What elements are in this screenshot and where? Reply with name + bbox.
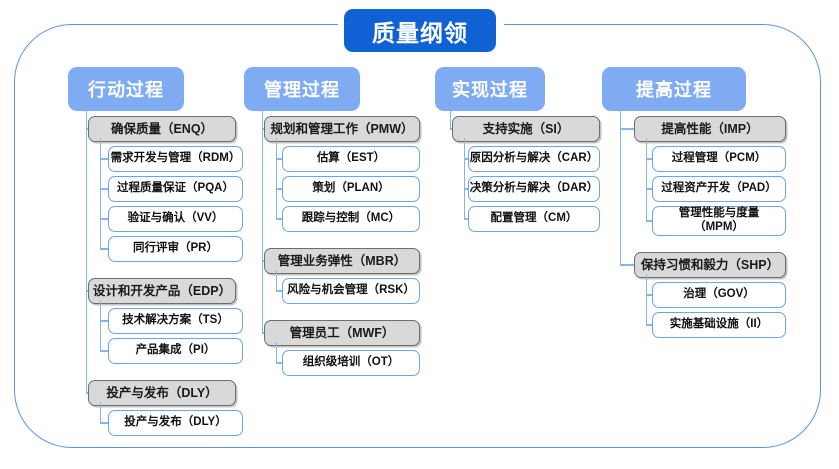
leaf-box-mpm[interactable]: 管理性能与度量（MPM）	[652, 206, 786, 236]
connector-leaf-gov	[646, 294, 652, 296]
connector-leaf-dly	[100, 422, 108, 424]
connector-leaf-cm	[464, 218, 468, 220]
leaf-box-rsk[interactable]: 风险与机会管理（RSK）	[282, 278, 420, 304]
group-box-mbr[interactable]: 管理业务弹性（MBR）	[264, 248, 420, 274]
leaf-box-pi[interactable]: 产品集成（PI）	[108, 338, 243, 364]
column-trunk-2	[262, 111, 264, 333]
leaf-box-plan[interactable]: 策划（PLAN）	[282, 176, 420, 202]
leaf-box-est[interactable]: 估算（EST）	[282, 146, 420, 172]
connector-leaf-est	[276, 158, 282, 160]
leaf-box-dar[interactable]: 决策分析与解决（DAR）	[468, 176, 600, 202]
connector-leaf-pcm	[646, 158, 652, 160]
column-header-4[interactable]: 提高过程	[602, 67, 746, 111]
connector-leaf-rsk	[276, 290, 282, 292]
leaf-box-vv[interactable]: 验证与确认（VV）	[108, 206, 243, 232]
leaf-box-car[interactable]: 原因分析与解决（CAR）	[468, 146, 600, 172]
spine-si	[464, 138, 466, 219]
connector-leaf-dar	[464, 188, 468, 190]
connector-leaf-pi	[100, 350, 108, 352]
group-box-enq[interactable]: 确保质量（ENQ）	[88, 116, 236, 142]
spine-enq	[100, 138, 102, 249]
connector-leaf-rdm	[100, 158, 108, 160]
connector-leaf-pad	[646, 188, 652, 190]
column-trunk-1	[86, 111, 88, 393]
leaf-box-dly[interactable]: 投产与发布（DLY）	[108, 410, 243, 436]
leaf-box-pqa[interactable]: 过程质量保证（PQA）	[108, 176, 243, 202]
connector-group-shp	[620, 264, 634, 266]
connector-group-imp	[620, 128, 634, 130]
group-box-shp[interactable]: 保持习惯和毅力（SHP）	[634, 252, 786, 278]
connector-leaf-ii	[646, 324, 652, 326]
spine-imp	[646, 138, 648, 221]
group-box-edp[interactable]: 设计和开发产品（EDP）	[88, 278, 236, 304]
leaf-box-ts[interactable]: 技术解决方案（TS）	[108, 308, 243, 334]
connector-leaf-ts	[100, 320, 108, 322]
connector-leaf-pr	[100, 248, 108, 250]
connector-leaf-mc	[276, 218, 282, 220]
column-trunk-4	[620, 111, 622, 265]
group-box-pmw[interactable]: 规划和管理工作（PMW）	[264, 116, 420, 142]
column-header-3[interactable]: 实现过程	[435, 67, 545, 111]
leaf-box-mc[interactable]: 跟踪与控制（MC）	[282, 206, 420, 232]
connector-leaf-car	[464, 158, 468, 160]
column-trunk-3	[450, 111, 452, 129]
leaf-box-cm[interactable]: 配置管理（CM）	[468, 206, 600, 232]
leaf-box-ii[interactable]: 实施基础设施（II）	[652, 312, 786, 338]
connector-leaf-plan	[276, 188, 282, 190]
connector-leaf-pqa	[100, 188, 108, 190]
column-header-2[interactable]: 管理过程	[244, 67, 360, 111]
spine-pmw	[276, 138, 278, 219]
root-title-box: 质量纲领	[344, 9, 496, 52]
spine-mbr	[276, 270, 278, 291]
leaf-box-pcm[interactable]: 过程管理（PCM）	[652, 146, 786, 172]
leaf-box-pad[interactable]: 过程资产开发（PAD）	[652, 176, 786, 202]
leaf-box-gov[interactable]: 治理（GOV）	[652, 282, 786, 308]
connector-leaf-ot	[276, 362, 282, 364]
spine-mwf	[276, 342, 278, 363]
spine-edp	[100, 300, 102, 351]
group-box-dly[interactable]: 投产与发布（DLY）	[88, 380, 236, 406]
spine-shp	[646, 274, 648, 325]
connector-leaf-mpm	[646, 220, 652, 222]
group-box-si[interactable]: 支持实施（SI）	[452, 116, 600, 142]
leaf-box-rdm[interactable]: 需求开发与管理（RDM）	[108, 146, 243, 172]
connector-leaf-vv	[100, 218, 108, 220]
leaf-box-ot[interactable]: 组织级培训（OT）	[282, 350, 420, 376]
leaf-box-pr[interactable]: 同行评审（PR）	[108, 236, 243, 262]
group-box-imp[interactable]: 提高性能（IMP）	[634, 116, 786, 142]
spine-dly	[100, 402, 102, 423]
group-box-mwf[interactable]: 管理员工（MWF）	[264, 320, 420, 346]
column-header-1[interactable]: 行动过程	[68, 67, 184, 111]
